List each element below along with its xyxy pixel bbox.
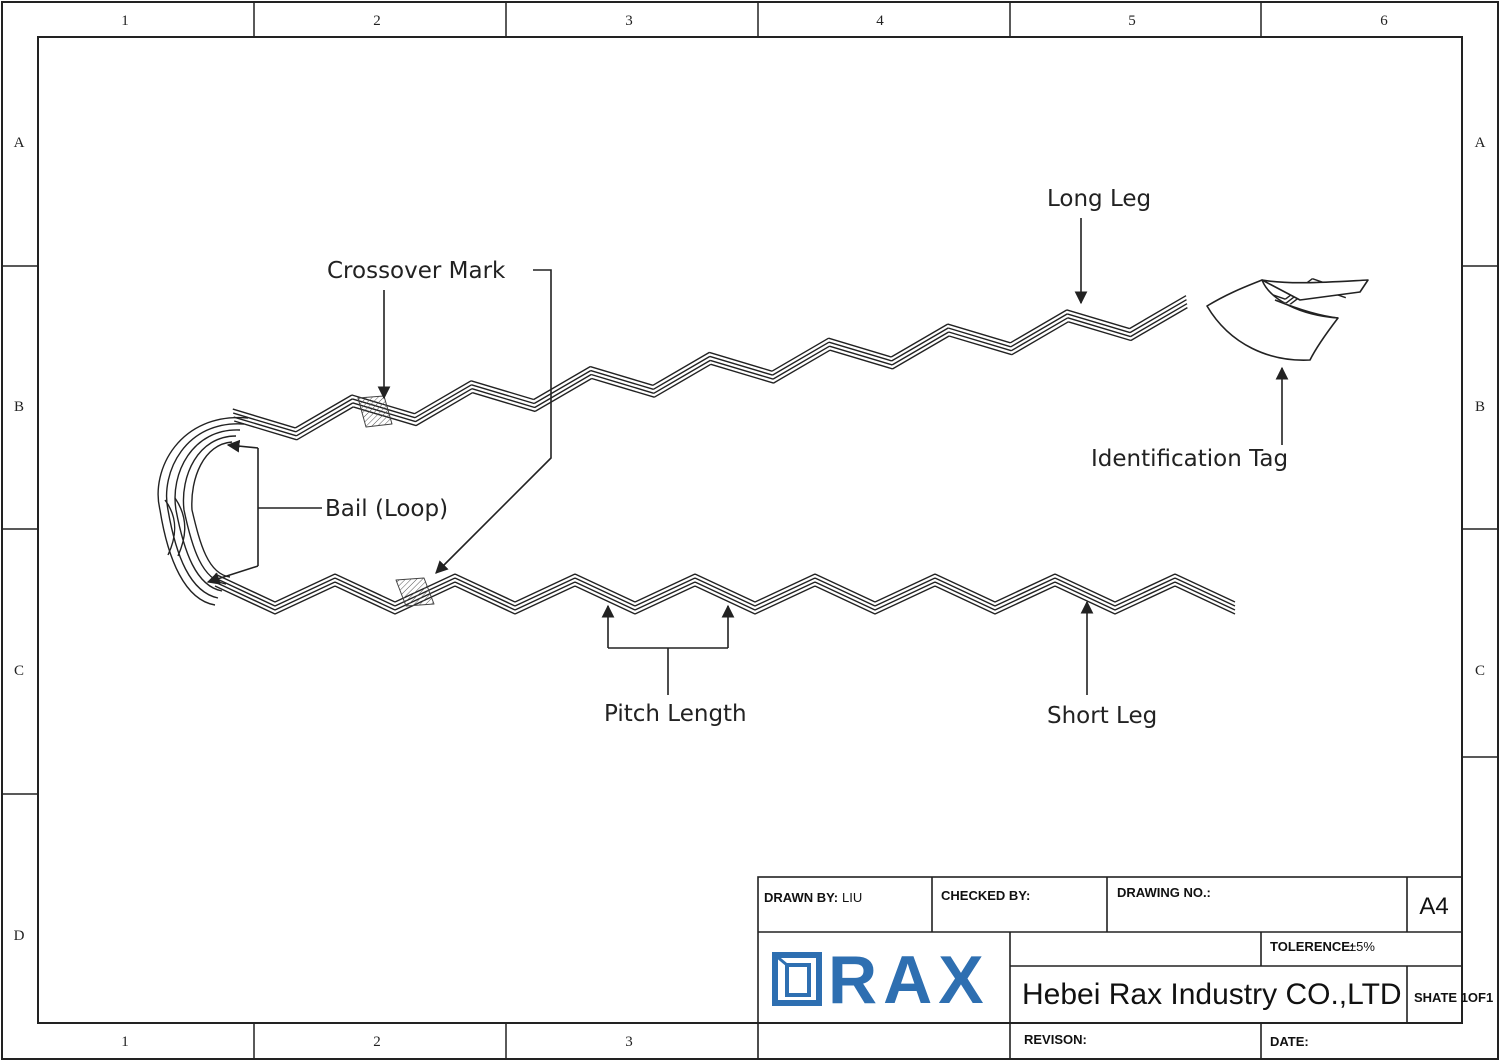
zone-bottom-col-2: 2: [373, 1034, 381, 1050]
identification-tag-label: Identification Tag: [1091, 446, 1288, 472]
short-leg-label: Short Leg: [1047, 703, 1157, 729]
bail-arrow-lower: [206, 565, 259, 585]
drawn-by-value: LIU: [842, 890, 862, 905]
crossover-mark-label: Crossover Mark: [327, 258, 506, 284]
zone-col-1: 1: [121, 13, 129, 29]
long-leg-helix: [232, 278, 1347, 441]
zone-row-d: D: [14, 928, 25, 944]
dead-end-grip: [157, 278, 1369, 615]
zone-col-4: 4: [876, 13, 884, 29]
zone-right-row-a: A: [1475, 135, 1486, 151]
crossover-mark-upper: [357, 395, 393, 428]
zone-row-b: B: [14, 399, 24, 415]
zone-col-2: 2: [373, 13, 381, 29]
zone-col-5: 5: [1128, 13, 1136, 29]
rax-logo-mark: [772, 952, 822, 1006]
zone-row-a: A: [14, 135, 25, 151]
drawing-no-label: DRAWING NO.:: [1117, 885, 1211, 900]
zone-right-row-b: B: [1475, 399, 1485, 415]
bail-arrow-upper: [226, 439, 259, 453]
rax-logo: RAX: [772, 942, 990, 1018]
pitch-length-label: Pitch Length: [604, 701, 747, 727]
zone-row-c: C: [14, 663, 24, 679]
checked-by-label: CHECKED BY:: [941, 888, 1030, 903]
identification-tag-shape: [1206, 279, 1369, 361]
zone-bottom-col-3: 3: [625, 1034, 633, 1050]
rax-logo-text: RAX: [828, 942, 990, 1018]
zone-col-6: 6: [1380, 13, 1388, 29]
sheet-number: SHATE 1OF1: [1414, 990, 1493, 1005]
sheet-size: A4: [1419, 893, 1448, 920]
tolerance-label: TOLERENCE:: [1270, 939, 1354, 954]
tolerance-value: ±5%: [1349, 939, 1375, 954]
long-leg-label: Long Leg: [1047, 186, 1151, 212]
zone-labels-right: A B C: [1475, 135, 1486, 679]
date-label: DATE:: [1270, 1034, 1309, 1049]
zone-labels-left: A B C D: [14, 135, 25, 944]
bail-loop-label: Bail (Loop): [325, 496, 448, 522]
zone-labels-bottom: 1 2 3: [121, 1034, 633, 1050]
crossover-lower-arrow: [435, 269, 552, 574]
bail-loop: [157, 416, 249, 606]
zone-bottom-col-1: 1: [121, 1034, 129, 1050]
crossover-mark-lower: [395, 577, 435, 607]
inner-frame: [37, 36, 1463, 1024]
company-name: Hebei Rax Industry CO.,LTD: [1022, 978, 1402, 1011]
title-block: [757, 876, 1463, 1059]
zone-col-3: 3: [625, 13, 633, 29]
zone-right-row-c: C: [1475, 663, 1485, 679]
zone-labels-top: 1 2 3 4 5 6: [121, 13, 1388, 29]
short-leg-helix: [214, 573, 1236, 615]
drawn-by-label: DRAWN BY:: [764, 890, 838, 905]
revision-label: REVISON:: [1024, 1032, 1087, 1047]
leaders: [206, 218, 1289, 695]
